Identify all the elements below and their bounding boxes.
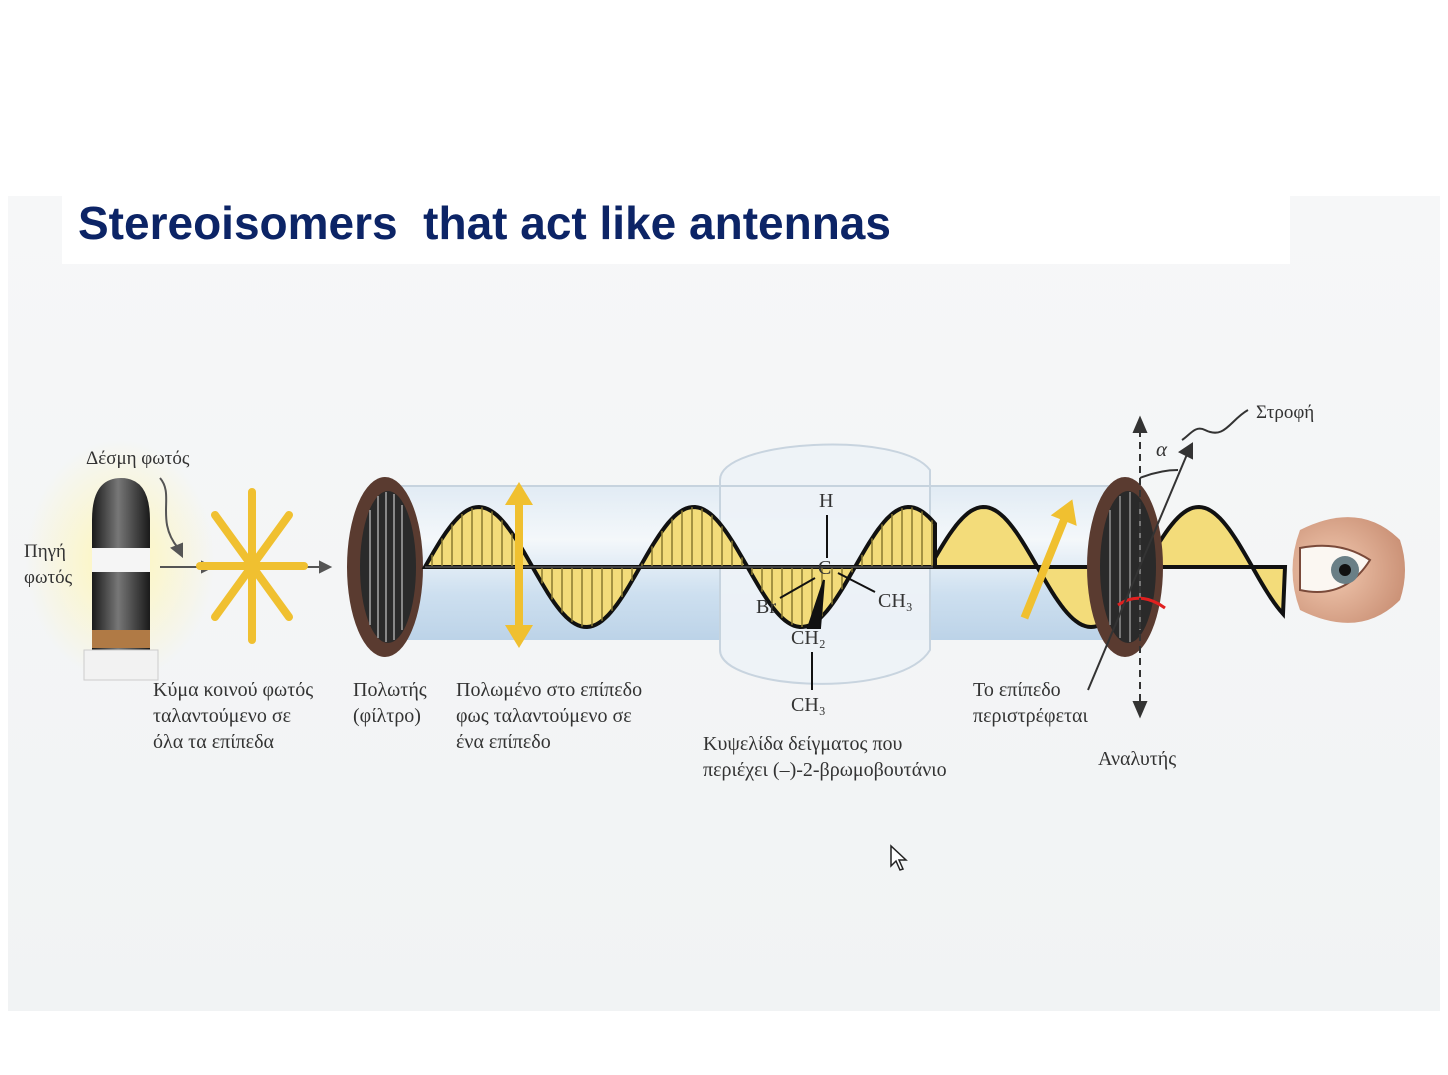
title-box [62, 188, 1290, 264]
rotation-label: Στροφή [1256, 402, 1315, 423]
sample-cell-label: Κυψελίδα δείγματος που περιέχει (–)-2-βρ… [703, 733, 947, 781]
atom-h: H [819, 490, 834, 512]
alpha-label: α [1156, 437, 1168, 461]
page-title: Stereoisomers that act like antennas [78, 197, 891, 249]
analyzer-label: Αναλυτής [1098, 748, 1177, 770]
ordinary-wave-label: Κύμα κοινού φωτός ταλαντούμενο σε όλα τα… [153, 679, 314, 753]
analyzer-axes [1087, 409, 1249, 719]
sample-cell-bulb [719, 443, 931, 685]
plane-rotates-label: Το επίπεδο περιστρέφεται [973, 679, 1088, 727]
rotated-polarization-arrow [1020, 499, 1077, 620]
polarizer-label: Πολωτής (φίλτρο) [353, 679, 427, 727]
group-ch3-right: CH₃ [878, 590, 913, 612]
unpolarized-light-star [196, 488, 308, 644]
group-ch2: CH₂ [791, 627, 826, 649]
polarization-arrow [505, 482, 533, 648]
analyzer-icon [1087, 477, 1163, 657]
polarized-light-label: Πολωμένο στο επίπεδο φως ταλαντούμενο σε… [456, 679, 643, 753]
molecule-bonds [779, 515, 876, 690]
eye-icon [1292, 517, 1405, 623]
atom-c: C [818, 557, 832, 579]
group-ch3-bottom: CH₃ [791, 694, 826, 716]
cursor-icon [890, 844, 908, 871]
beam-label: Δέσμη φωτός [86, 448, 190, 469]
source-label: Πηγή φωτός [24, 541, 73, 588]
polarizer-icon [347, 477, 423, 657]
lamp-icon [83, 478, 159, 681]
atom-br: Br [756, 596, 776, 618]
